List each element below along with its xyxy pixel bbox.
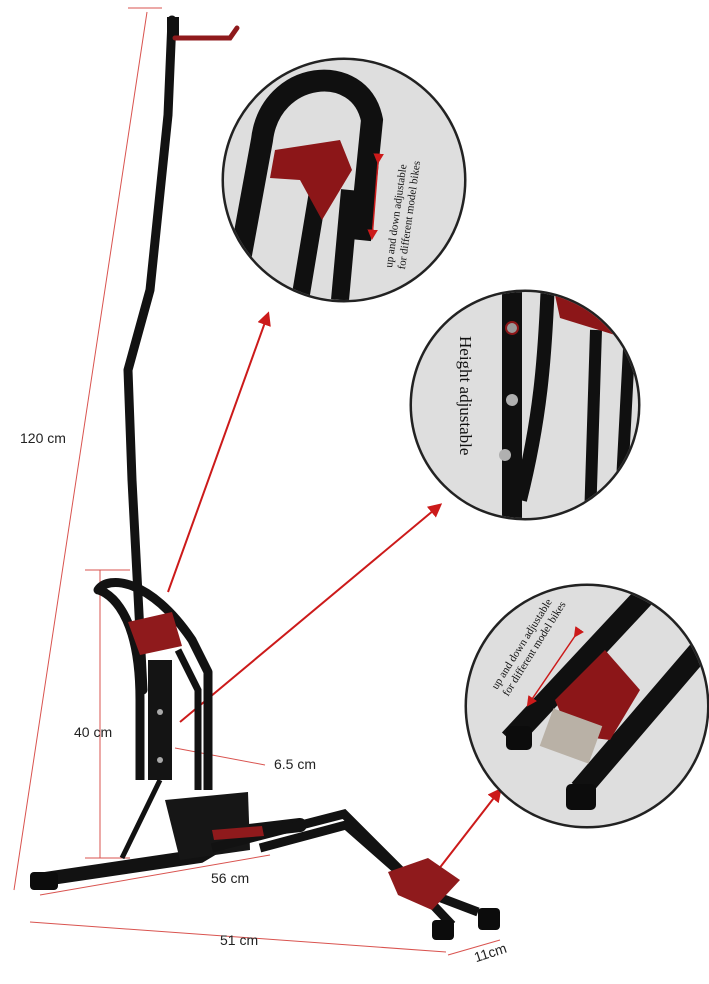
adjust-arrow-top <box>367 153 384 241</box>
callout-middle-text: Height adjustable <box>456 336 475 455</box>
callout-top: up and down adjustable for different mod… <box>221 57 467 303</box>
callout-arrows <box>167 311 502 871</box>
callout-bottom: up and down adjustable for different mod… <box>464 583 709 829</box>
label-slot-width: 6.5 cm <box>274 756 317 772</box>
label-height-total: 120 cm <box>20 430 66 446</box>
label-height-base: 40 cm <box>74 724 113 740</box>
label-length-56: 56 cm <box>211 870 250 886</box>
adjust-arrow-bottom <box>526 626 585 707</box>
bike-stand <box>30 15 500 940</box>
label-length-51: 51 cm <box>220 932 259 948</box>
callout-middle: Height adjustable <box>409 289 641 521</box>
dimension-lines <box>13 7 501 956</box>
